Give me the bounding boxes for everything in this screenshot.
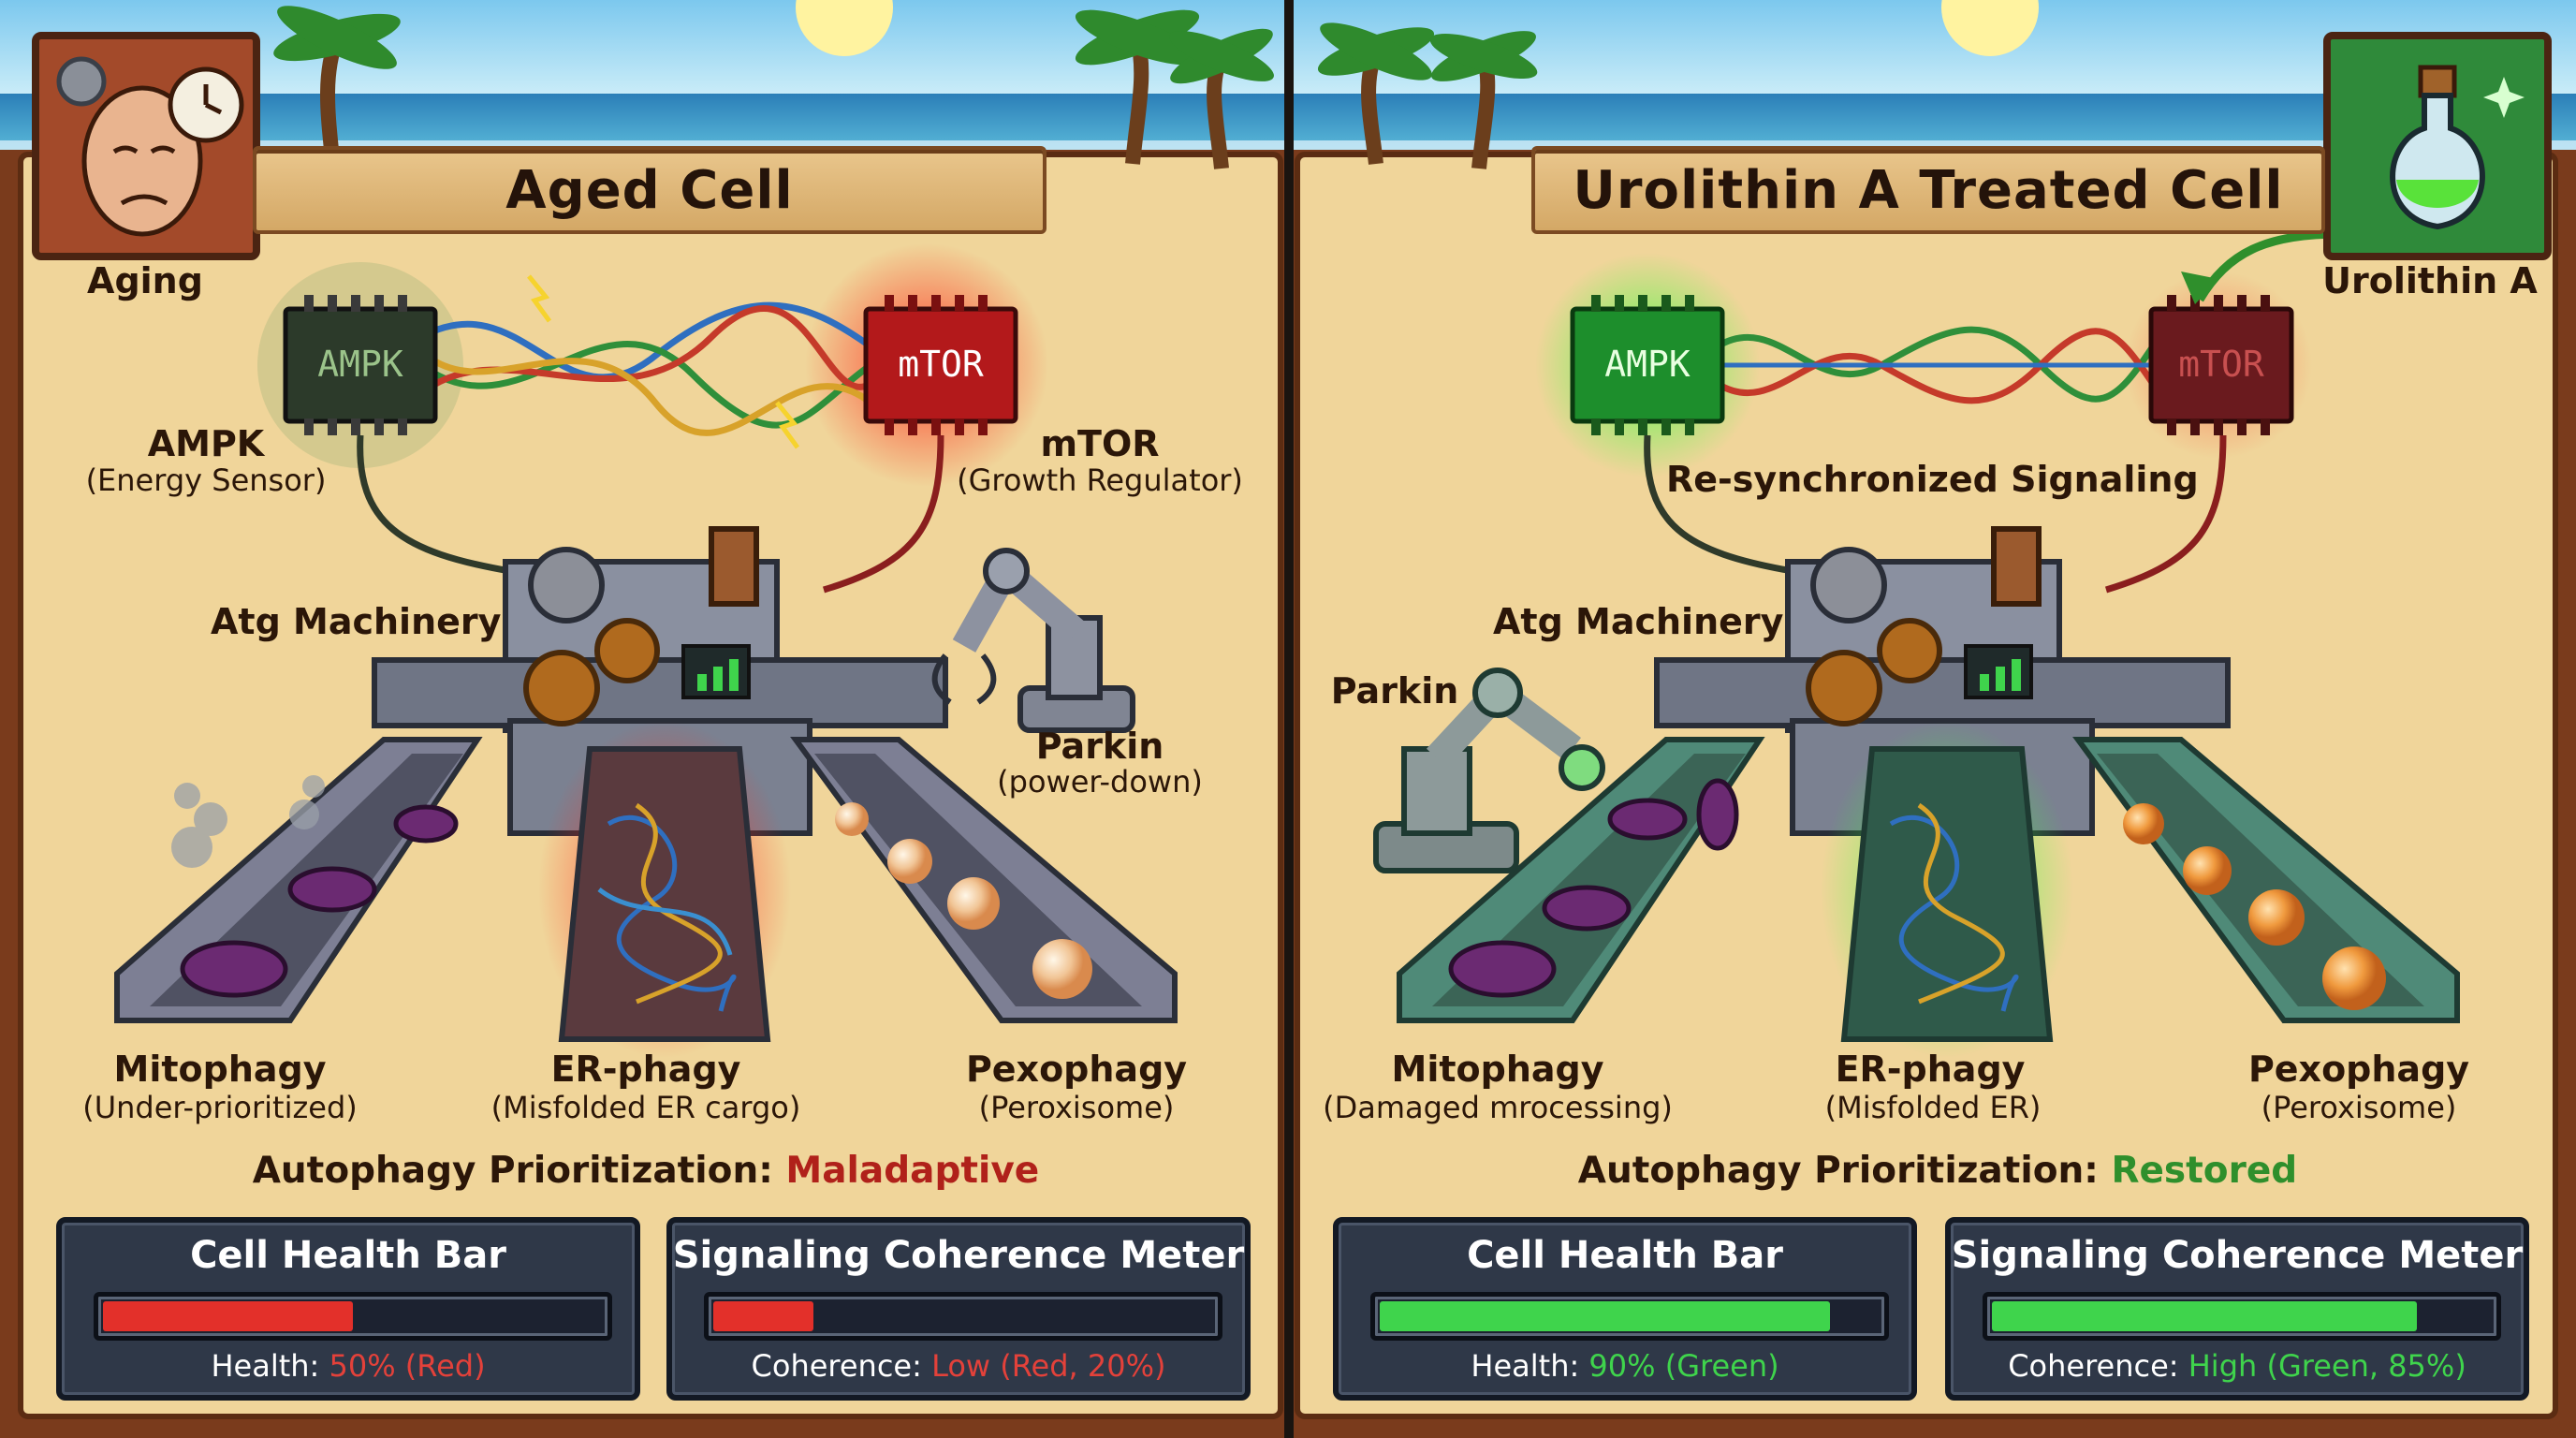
left-mtor-chip-text: mTOR bbox=[898, 344, 984, 385]
right-coherence-title: Signaling Coherence Meter bbox=[1951, 1234, 2524, 1277]
ampk-chip-icon bbox=[283, 295, 438, 435]
right-parkin-label: Parkin bbox=[1330, 670, 1459, 712]
right-health-meter: Cell Health Bar Health: 90% (Green) bbox=[1333, 1217, 1917, 1401]
right-signal-label: Re-synchronized Signaling bbox=[1666, 459, 2199, 500]
parkin-robot-arm-icon bbox=[931, 548, 1135, 733]
left-coherence-title: Signaling Coherence Meter bbox=[672, 1234, 1245, 1277]
right-pexophagy-sub: (Peroxisome) bbox=[2261, 1090, 2457, 1125]
left-health-readout-label: Health: bbox=[211, 1348, 320, 1384]
left-parkin-label: Parkin bbox=[1035, 726, 1164, 767]
left-atg-label: Atg Machinery bbox=[211, 601, 502, 642]
right-erphagy-sub: (Misfolded ER) bbox=[1824, 1090, 2042, 1125]
right-health-track bbox=[1370, 1292, 1889, 1341]
right-health-readout-value: 90% (Green) bbox=[1588, 1348, 1779, 1384]
right-title-banner: Urolithin A Treated Cell bbox=[1531, 146, 2325, 234]
urolithin-icon-label: Urolithin A bbox=[2322, 260, 2538, 301]
right-mitophagy-sub: (Damaged mrocessing) bbox=[1323, 1090, 1673, 1125]
parkin-robot-arm-icon bbox=[1373, 668, 1605, 873]
left-mitophagy-label: Mitophagy bbox=[113, 1049, 327, 1090]
left-health-track bbox=[94, 1292, 612, 1341]
left-coherence-readout-value: Low (Red, 20%) bbox=[931, 1348, 1166, 1384]
left-health-meter: Cell Health Bar Health: 50% (Red) bbox=[56, 1217, 640, 1401]
left-ampk-label: AMPK bbox=[147, 423, 265, 464]
left-coherence-readout: Coherence: Low (Red, 20%) bbox=[672, 1348, 1245, 1384]
right-prioritization: Autophagy Prioritization: Restored bbox=[1526, 1150, 2349, 1192]
mtor-chip-icon bbox=[863, 295, 1018, 435]
left-parkin-sub: (power-down) bbox=[997, 764, 1203, 800]
left-health-readout-value: 50% (Red) bbox=[329, 1348, 486, 1384]
left-mtor-label: mTOR bbox=[1040, 423, 1160, 464]
aging-face-clock-icon bbox=[56, 56, 244, 237]
right-health-title: Cell Health Bar bbox=[1467, 1234, 1783, 1277]
right-prioritization-label: Autophagy Prioritization: bbox=[1577, 1150, 2099, 1192]
left-coherence-meter: Signaling Coherence Meter Coherence: Low… bbox=[666, 1217, 1251, 1401]
left-prioritization: Autophagy Prioritization: Maladaptive bbox=[234, 1150, 1058, 1192]
right-coherence-meter: Signaling Coherence Meter Coherence: Hig… bbox=[1945, 1217, 2529, 1401]
left-coherence-track bbox=[704, 1292, 1222, 1341]
left-ampk-sub: (Energy Sensor) bbox=[85, 462, 327, 498]
right-ampk-chip-text: AMPK bbox=[1604, 344, 1690, 385]
right-pexophagy-label: Pexophagy bbox=[2247, 1049, 2470, 1090]
right-coherence-fill bbox=[1992, 1301, 2417, 1331]
left-prioritization-value: Maladaptive bbox=[785, 1150, 1040, 1192]
urolithin-icon-box bbox=[2323, 32, 2552, 260]
left-mitophagy-sub: (Under-prioritized) bbox=[82, 1090, 358, 1125]
right-health-readout-label: Health: bbox=[1471, 1348, 1580, 1384]
left-ampk-chip-text: AMPK bbox=[317, 344, 403, 385]
right-coherence-readout-value: High (Green, 85%) bbox=[2188, 1348, 2466, 1384]
sun-icon bbox=[796, 0, 893, 56]
left-title-banner: Aged Cell bbox=[253, 146, 1046, 234]
right-prioritization-value: Restored bbox=[2111, 1150, 2298, 1192]
ampk-chip-icon bbox=[1570, 295, 1725, 435]
left-erphagy-sub: (Misfolded ER cargo) bbox=[490, 1090, 801, 1125]
left-panel-title: Aged Cell bbox=[505, 159, 794, 221]
right-coherence-readout-label: Coherence: bbox=[2008, 1348, 2179, 1384]
mtor-chip-icon bbox=[2148, 295, 2294, 435]
left-health-title: Cell Health Bar bbox=[190, 1234, 506, 1277]
left-health-fill bbox=[103, 1301, 353, 1331]
left-prioritization-label: Autophagy Prioritization: bbox=[252, 1150, 773, 1192]
right-panel-title: Urolithin A Treated Cell bbox=[1573, 159, 2284, 221]
right-erphagy-label: ER-phagy bbox=[1835, 1049, 2026, 1090]
right-health-fill bbox=[1380, 1301, 1830, 1331]
right-mitophagy-label: Mitophagy bbox=[1391, 1049, 1604, 1090]
left-mtor-sub: (Growth Regulator) bbox=[957, 462, 1243, 498]
left-pexophagy-sub: (Peroxisome) bbox=[978, 1090, 1175, 1125]
left-coherence-readout-label: Coherence: bbox=[751, 1348, 922, 1384]
aging-icon-label: Aging bbox=[87, 260, 203, 301]
left-pexophagy-label: Pexophagy bbox=[965, 1049, 1188, 1090]
aging-icon-box bbox=[32, 32, 260, 260]
left-health-readout: Health: 50% (Red) bbox=[62, 1348, 635, 1384]
right-coherence-readout: Coherence: High (Green, 85%) bbox=[1951, 1348, 2524, 1384]
left-coherence-fill bbox=[713, 1301, 813, 1331]
left-erphagy-label: ER-phagy bbox=[550, 1049, 741, 1090]
right-mtor-chip-text: mTOR bbox=[2178, 344, 2264, 385]
right-atg-label: Atg Machinery bbox=[1493, 601, 1784, 642]
right-health-readout: Health: 90% (Green) bbox=[1339, 1348, 1911, 1384]
potion-flask-icon bbox=[2390, 65, 2525, 230]
right-coherence-track bbox=[1983, 1292, 2501, 1341]
